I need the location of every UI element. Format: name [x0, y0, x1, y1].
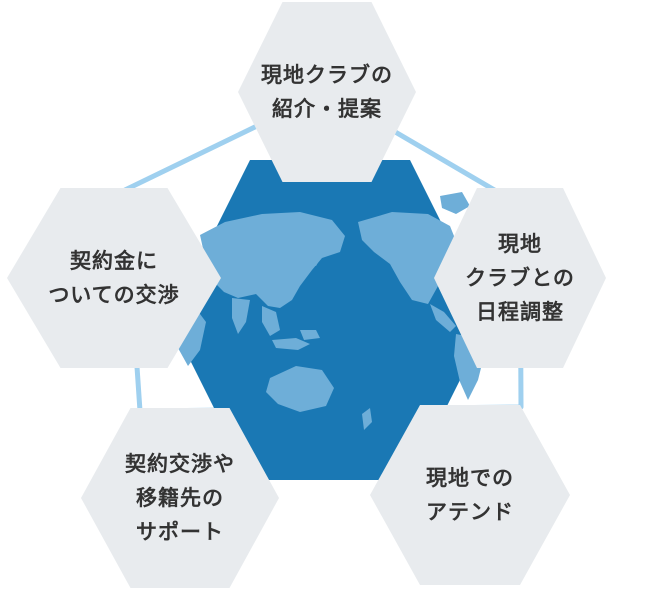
step-label-line: 移籍先の — [136, 486, 224, 510]
step-label-line: 紹介・提案 — [272, 97, 382, 121]
step-hex-shape — [434, 188, 606, 368]
step-label-line: 現地クラブの — [261, 63, 393, 87]
step-label-line: ついての交渉 — [48, 283, 179, 307]
step-label-line: 日程調整 — [476, 300, 564, 324]
step-label-line: 契約交渉や — [124, 452, 235, 476]
step-hex-shape — [81, 408, 279, 588]
step-label-line: 現地での — [426, 466, 514, 490]
step-hex-shape — [7, 188, 221, 368]
step-label-line: アテンド — [426, 500, 514, 524]
step-label-line: 現地 — [498, 232, 542, 256]
step-hex-shape — [238, 2, 416, 182]
step-label-line: 契約金に — [69, 249, 158, 273]
step-label-line: サポート — [136, 520, 224, 544]
step-label-line: クラブとの — [465, 266, 575, 290]
step-hex-shape — [370, 405, 570, 585]
